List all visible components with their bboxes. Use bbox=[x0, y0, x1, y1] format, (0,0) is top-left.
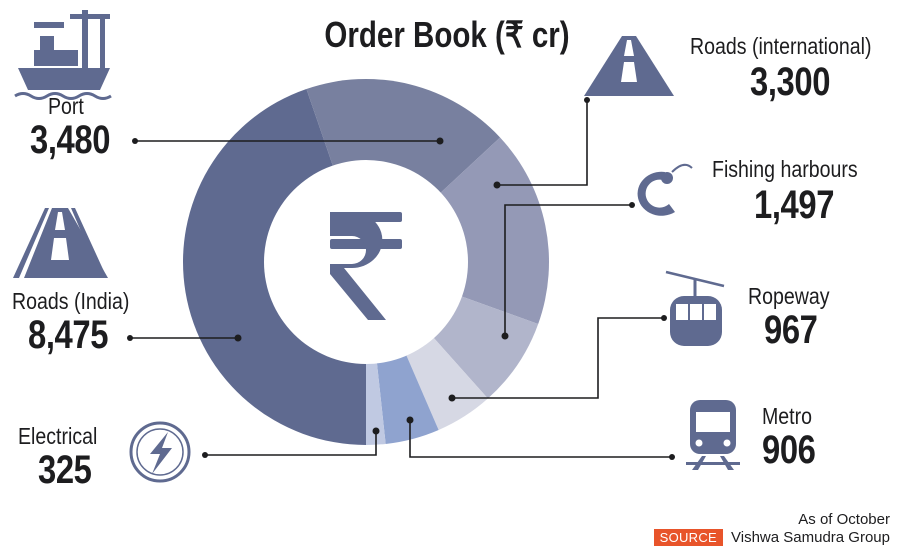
value-ropeway: 967 bbox=[764, 308, 818, 352]
label-fishing-harbours: Fishing harbours bbox=[712, 156, 858, 182]
source-badge: SOURCE bbox=[653, 529, 724, 546]
leader-electrical bbox=[205, 431, 377, 456]
value-port: 3,480 bbox=[30, 118, 111, 162]
label-roads-intl: Roads (international) bbox=[690, 33, 872, 59]
value-metro: 906 bbox=[762, 428, 816, 472]
label-roads-india: Roads (India) bbox=[12, 288, 130, 314]
leader-metro bbox=[409, 420, 672, 458]
leader-dot bbox=[448, 394, 456, 402]
metro-train-icon bbox=[686, 400, 740, 470]
source-line: SOURCE Vishwa Samudra Group bbox=[653, 529, 890, 546]
cable-car-icon bbox=[665, 270, 725, 346]
leader-fishing bbox=[504, 204, 632, 336]
chart-title: Order Book (₹ cr) bbox=[324, 14, 570, 55]
leader-dot bbox=[501, 332, 509, 340]
source-text: Vishwa Samudra Group bbox=[731, 529, 890, 546]
date-note: As of October bbox=[798, 511, 890, 528]
label-port: Port bbox=[48, 93, 84, 119]
lightning-icon bbox=[129, 421, 191, 483]
leader-dot bbox=[127, 335, 133, 341]
road-icon bbox=[584, 36, 674, 96]
label-metro: Metro bbox=[762, 403, 812, 429]
leader-dot bbox=[202, 452, 208, 458]
road-icon bbox=[13, 208, 108, 278]
leader-dot bbox=[629, 202, 635, 208]
leader-dot bbox=[436, 137, 444, 145]
leader-dot bbox=[132, 138, 138, 144]
value-fishing-harbours: 1,497 bbox=[754, 183, 835, 227]
leader-dot bbox=[493, 181, 501, 189]
leader-roads-intl bbox=[497, 100, 588, 186]
leader-dot bbox=[234, 334, 242, 342]
leader-dot bbox=[406, 416, 414, 424]
rupee-icon bbox=[330, 212, 402, 320]
shrimp-icon bbox=[637, 163, 693, 216]
leader-dot bbox=[669, 454, 675, 460]
label-electrical: Electrical bbox=[18, 423, 98, 449]
label-ropeway: Ropeway bbox=[748, 283, 830, 309]
leader-dot bbox=[661, 315, 667, 321]
leader-dot bbox=[372, 427, 380, 435]
value-roads-india: 8,475 bbox=[28, 313, 109, 357]
value-roads-intl: 3,300 bbox=[750, 60, 831, 104]
ship-port-icon bbox=[14, 10, 112, 100]
leader-dot bbox=[584, 97, 590, 103]
leader-ropeway bbox=[452, 317, 664, 399]
value-electrical: 325 bbox=[38, 448, 92, 492]
